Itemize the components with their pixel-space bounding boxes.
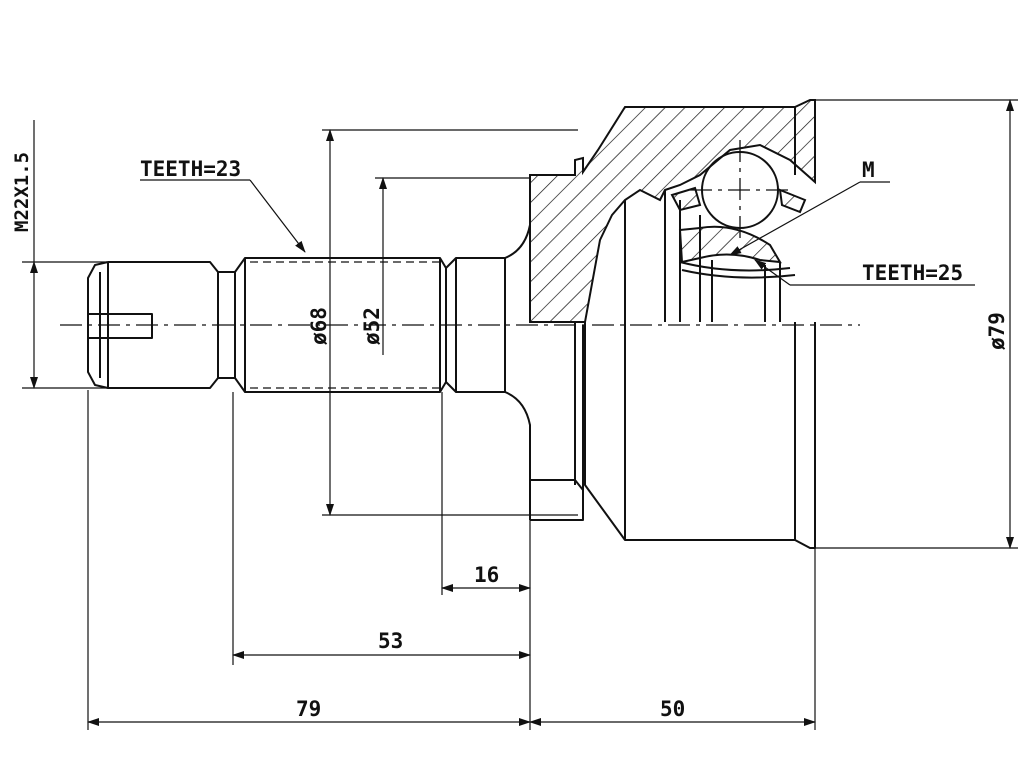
- teeth-25-label: TEETH=25: [862, 261, 963, 285]
- dim-16: 16: [441, 563, 531, 592]
- teeth-23-label: TEETH=23: [140, 157, 241, 181]
- housing-shoulder-bottom: [530, 479, 584, 521]
- dim-thread: M22X1.5: [11, 120, 108, 389]
- stub-shaft: [87, 175, 531, 485]
- dim-79: 79: [87, 697, 531, 726]
- dia-68-label: ø68: [307, 307, 331, 345]
- dim-79-label: 79: [296, 697, 321, 721]
- housing-upper-section: [529, 99, 816, 323]
- marker-m-label: M: [862, 158, 875, 182]
- thread-size-label: M22X1.5: [11, 152, 33, 232]
- dim-dia-79: ø79: [815, 99, 1018, 549]
- housing-lower-body: [530, 321, 816, 549]
- dim-50: 50: [529, 697, 816, 726]
- inner-race: [664, 186, 807, 322]
- dia-79-label: ø79: [985, 312, 1009, 350]
- dim-53: 53: [232, 629, 531, 659]
- dim-teeth-23: TEETH=23: [140, 157, 306, 253]
- dim-50-label: 50: [660, 697, 685, 721]
- dim-53-label: 53: [378, 629, 403, 653]
- dim-marker-m: M: [729, 158, 890, 256]
- dim-dia-68: ø68: [307, 129, 578, 516]
- cotter-pin-slot: [88, 313, 153, 339]
- dim-dia-52: ø52: [360, 177, 530, 355]
- dia-52-label: ø52: [360, 307, 384, 345]
- dim-16-label: 16: [474, 563, 499, 587]
- dim-teeth-25: TEETH=25: [754, 259, 975, 286]
- outer-joint-housing: [529, 99, 816, 549]
